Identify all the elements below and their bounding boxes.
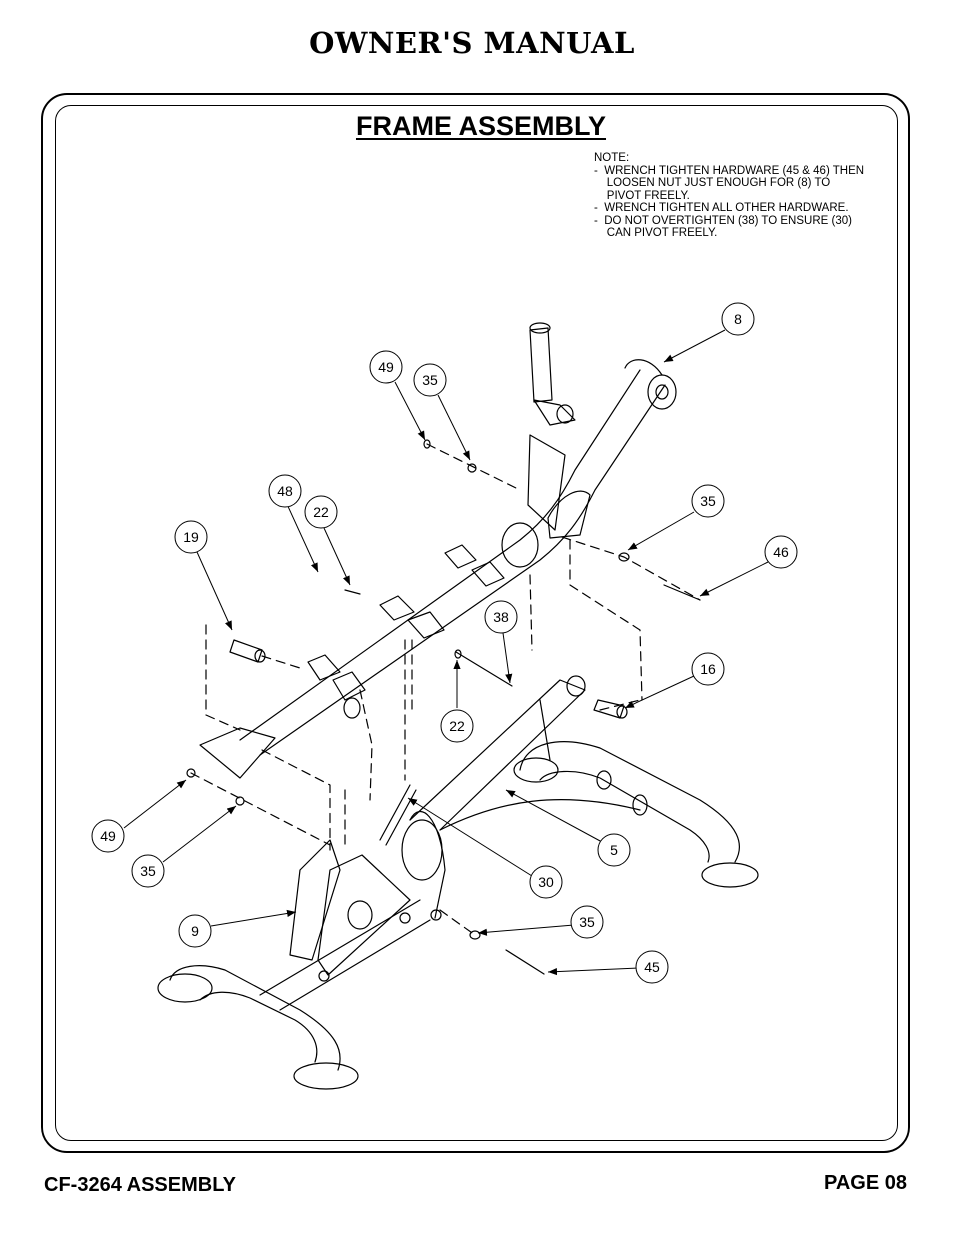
callout-bubble (174, 520, 208, 554)
footer-page-number: PAGE 08 (824, 1172, 907, 1194)
note-line: - WRENCH TIGHTEN ALL OTHER HARDWARE. (594, 202, 849, 214)
pivot-arm (409, 675, 641, 831)
section-title: FRAME ASSEMBLY (355, 111, 607, 141)
callout-label: 46 (773, 544, 789, 560)
callout-label: 8 (734, 311, 742, 327)
callout-label: 19 (183, 529, 199, 545)
callout-bubble (304, 495, 338, 529)
callout-bubble (691, 484, 725, 518)
callout-label: 35 (579, 914, 595, 930)
leader-lines (123, 329, 769, 976)
callout-bubble (413, 363, 447, 397)
alignment-dashes (190, 443, 701, 936)
callout-label: 35 (700, 493, 716, 509)
note-line: LOOSEN NUT JUST ENOUGH FOR (8) TO (594, 177, 831, 189)
callout-bubbles (91, 302, 798, 984)
outer-page-border (41, 93, 910, 1153)
callout-bubble (268, 474, 302, 508)
callout-label: 49 (378, 359, 394, 375)
callout-label: 49 (100, 828, 116, 844)
callout-label: 48 (277, 483, 293, 499)
callout-label: 30 (538, 874, 554, 890)
callout-bubble (635, 950, 669, 984)
callout-bubble (597, 833, 631, 867)
note-line: PIVOT FREELY. (594, 189, 690, 202)
callout-bubble (484, 600, 518, 634)
page-header-title: OWNER'S MANUAL (309, 26, 635, 60)
main-frame-tube (239, 359, 677, 756)
frame-brackets (199, 434, 591, 779)
hardware (186, 439, 701, 975)
callout-label: 35 (140, 863, 156, 879)
callout-bubble (764, 535, 798, 569)
callout-label: 5 (610, 842, 618, 858)
inner-page-border (55, 105, 898, 1141)
handle-post (529, 322, 576, 426)
callout-bubble (91, 819, 125, 853)
callout-bubble (570, 905, 604, 939)
callout-bubble (369, 350, 403, 384)
callout-bubble (131, 854, 165, 888)
callout-label: 35 (422, 372, 438, 388)
note-line: - WRENCH TIGHTEN HARDWARE (45 & 46) THEN (594, 164, 865, 177)
side-plates (289, 810, 446, 982)
notes-heading: NOTE: (594, 152, 630, 164)
callout-bubble (529, 865, 563, 899)
callout-bubble (178, 914, 212, 948)
callout-label: 45 (644, 959, 660, 975)
callout-bubble (721, 302, 755, 336)
note-line: CAN PIVOT FREELY. (594, 227, 718, 239)
callout-label: 22 (449, 718, 465, 734)
callout-bubble (440, 709, 474, 743)
note-line: - DO NOT OVERTIGHTEN (38) TO ENSURE (30) (594, 214, 852, 227)
callout-label: 38 (493, 609, 509, 625)
rear-base-tube (513, 741, 759, 888)
callout-label: 22 (313, 504, 329, 520)
assembly-notes: NOTE: - WRENCH TIGHTEN HARDWARE (45 & 46… (594, 152, 894, 240)
callout-label: 16 (700, 661, 716, 677)
callout-bubble (691, 652, 725, 686)
callout-label: 9 (191, 923, 199, 939)
footer-model-label: CF-3264 ASSEMBLY (44, 1174, 236, 1196)
